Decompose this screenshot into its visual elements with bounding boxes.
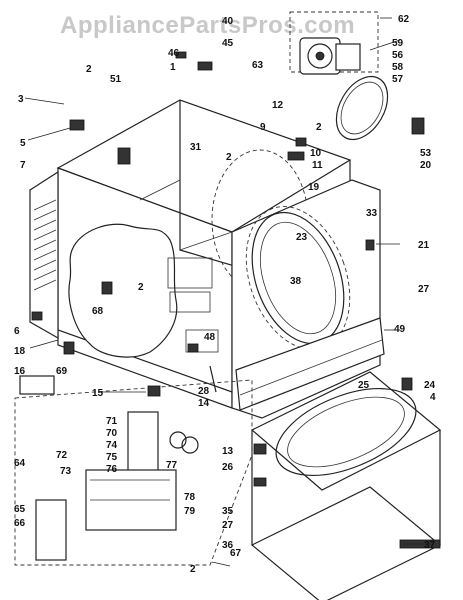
callout-31: 31 [190, 142, 202, 153]
callout-7: 7 [20, 160, 26, 171]
callout-2e: 2 [190, 564, 196, 575]
door-assembly [250, 371, 442, 600]
control-box [14, 379, 253, 566]
callout-4: 4 [430, 392, 436, 403]
callout-9: 9 [260, 122, 266, 133]
callout-24: 24 [424, 380, 436, 391]
callout-62: 62 [398, 14, 410, 25]
callout-73: 73 [60, 466, 72, 477]
callout-27: 27 [418, 284, 430, 295]
callout-33: 33 [366, 208, 378, 219]
callout-3: 3 [18, 94, 24, 105]
callout-64: 64 [14, 458, 26, 469]
callout-21: 21 [418, 240, 430, 251]
callout-58: 58 [392, 62, 404, 73]
callout-49: 49 [394, 324, 406, 335]
callout-27b: 27 [222, 520, 234, 531]
callout-36: 36 [222, 540, 234, 551]
callout-65: 65 [14, 504, 26, 515]
watermark: AppliancePartsPros.com [60, 12, 355, 39]
callout-10: 10 [310, 148, 322, 159]
callout-1: 1 [170, 62, 176, 73]
callout-45: 45 [222, 38, 234, 49]
callout-16: 16 [14, 366, 26, 377]
callout-79: 79 [184, 506, 196, 517]
callout-57: 57 [392, 74, 404, 85]
callout-48: 48 [204, 332, 216, 343]
callout-23: 23 [296, 232, 308, 243]
callout-69: 69 [56, 366, 68, 377]
callout-68: 68 [92, 306, 104, 317]
callout-labels: 62 1 40 45 46 63 2 51 3 5 7 31 12 59 56 … [14, 14, 436, 575]
callout-2d: 2 [138, 282, 144, 293]
callout-46: 46 [168, 48, 180, 59]
leader-lines [24, 17, 430, 567]
callout-19: 19 [308, 182, 320, 193]
callout-76: 76 [106, 464, 118, 475]
callout-5: 5 [20, 138, 26, 149]
callout-63: 63 [252, 60, 264, 71]
callout-6: 6 [14, 326, 20, 337]
callout-74: 74 [106, 440, 118, 451]
callout-72: 72 [56, 450, 68, 461]
callout-13: 13 [222, 446, 234, 457]
callout-78: 78 [184, 492, 196, 503]
callout-25: 25 [358, 380, 370, 391]
callout-38: 38 [290, 276, 302, 287]
callout-28: 28 [198, 386, 210, 397]
callout-20: 20 [420, 160, 432, 171]
callout-67: 67 [230, 548, 242, 559]
callout-12: 12 [272, 100, 284, 111]
motor-assembly [289, 11, 379, 75]
callout-18: 18 [14, 346, 26, 357]
callout-59: 59 [392, 38, 404, 49]
callout-37: 37 [424, 540, 436, 551]
callout-70: 70 [106, 428, 118, 439]
callout-51: 51 [110, 74, 122, 85]
callout-77: 77 [166, 460, 178, 471]
callout-26: 26 [222, 462, 234, 473]
toe-panel [235, 317, 385, 411]
callout-71: 71 [106, 416, 118, 427]
callout-14: 14 [198, 398, 210, 409]
callout-66: 66 [14, 518, 26, 529]
callout-15: 15 [92, 388, 104, 399]
callout-2: 2 [86, 64, 92, 75]
callout-40: 40 [222, 16, 234, 27]
callout-2c: 2 [226, 152, 232, 163]
callout-2b: 2 [316, 122, 322, 133]
rear-panel [29, 170, 59, 340]
callout-35: 35 [222, 506, 234, 517]
callout-11: 11 [312, 160, 323, 171]
callout-53: 53 [420, 148, 432, 159]
callout-56: 56 [392, 50, 404, 61]
drive-belt [335, 75, 389, 141]
callout-75: 75 [106, 452, 118, 463]
